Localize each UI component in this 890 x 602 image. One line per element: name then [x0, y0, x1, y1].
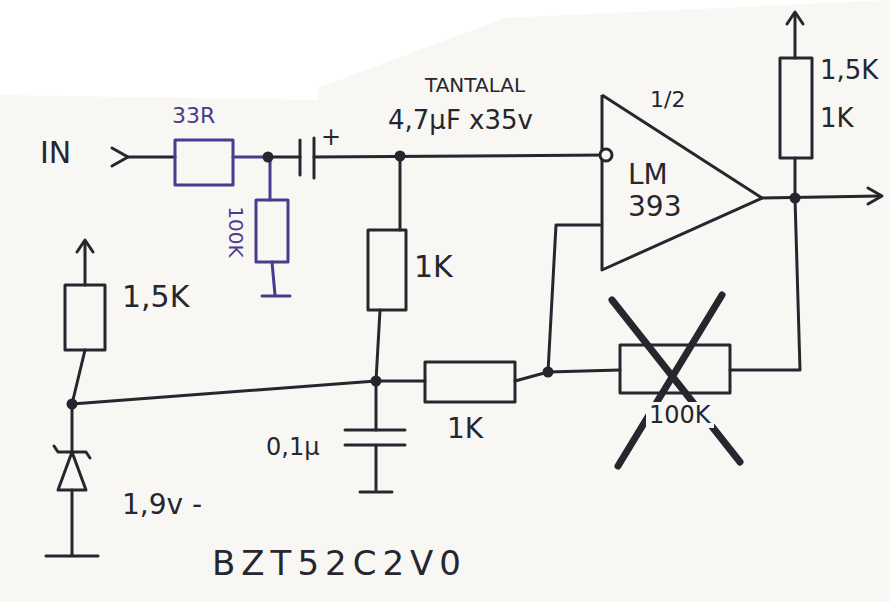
- resistor-symbol: [256, 200, 288, 262]
- cross-out-mark: [618, 295, 722, 466]
- supply-arrow: [787, 12, 803, 24]
- component-value: 1,5K: [820, 56, 878, 85]
- component-value: 33R: [172, 104, 215, 128]
- component-value: 1,5K: [122, 280, 189, 313]
- wire: [128, 156, 175, 159]
- component-value: 1K: [820, 104, 854, 133]
- part-number: BZT52C2V0: [212, 545, 467, 582]
- resistor-symbol: [175, 140, 233, 185]
- component-value: 1,9v -: [122, 490, 202, 521]
- wire: [268, 156, 300, 159]
- wire: [375, 381, 378, 430]
- capacitor-symbol: [345, 429, 405, 432]
- component-value: IN: [40, 136, 71, 169]
- component-value: 0,1µ: [266, 434, 319, 460]
- wire: [376, 310, 380, 381]
- wire: [72, 381, 376, 404]
- part-name: LM 393: [628, 159, 690, 223]
- wire: [72, 350, 85, 404]
- wire: [269, 160, 272, 200]
- wire: [375, 445, 378, 490]
- ground-symbol: [46, 555, 98, 558]
- comparator-outline: [598, 85, 768, 280]
- supply-arrow: [794, 14, 797, 58]
- comparator-triangle: [602, 95, 762, 270]
- wire: [71, 490, 74, 555]
- resistor-symbol: [368, 230, 406, 310]
- wire: [548, 225, 600, 372]
- wire: [762, 196, 880, 198]
- component-value: +: [321, 124, 341, 150]
- wire: [399, 156, 402, 230]
- supply-arrow: [77, 240, 93, 252]
- component-value: TANTALAL: [425, 74, 525, 96]
- component-value: 1K: [447, 414, 483, 445]
- resistor-symbol: [65, 285, 105, 350]
- input-arrow: [112, 148, 128, 166]
- wire: [548, 370, 620, 372]
- comparator-symbol: 1/2 LM 393: [598, 85, 768, 280]
- junction-dot: [68, 400, 76, 408]
- output-arrow: [868, 188, 882, 204]
- wire: [272, 262, 275, 295]
- wire: [71, 404, 74, 452]
- wire: [794, 158, 797, 198]
- component-value: 1K: [414, 250, 453, 283]
- resistor-symbol: [780, 58, 812, 158]
- component-value: 100K: [646, 402, 714, 428]
- zener-symbol: [58, 452, 86, 490]
- wire: [730, 198, 800, 370]
- wire: [376, 380, 425, 383]
- input-pin: [600, 149, 612, 161]
- capacitor-symbol: [299, 140, 302, 175]
- ground-symbol: [360, 491, 392, 494]
- component-value: 100K: [225, 206, 247, 257]
- ground-symbol: [262, 295, 290, 298]
- resistor-symbol: [425, 362, 515, 402]
- wire: [314, 155, 606, 157]
- supply-arrow: [84, 242, 87, 285]
- component-value: 4,7µF x35v: [388, 106, 533, 135]
- part-fraction: 1/2: [650, 87, 685, 112]
